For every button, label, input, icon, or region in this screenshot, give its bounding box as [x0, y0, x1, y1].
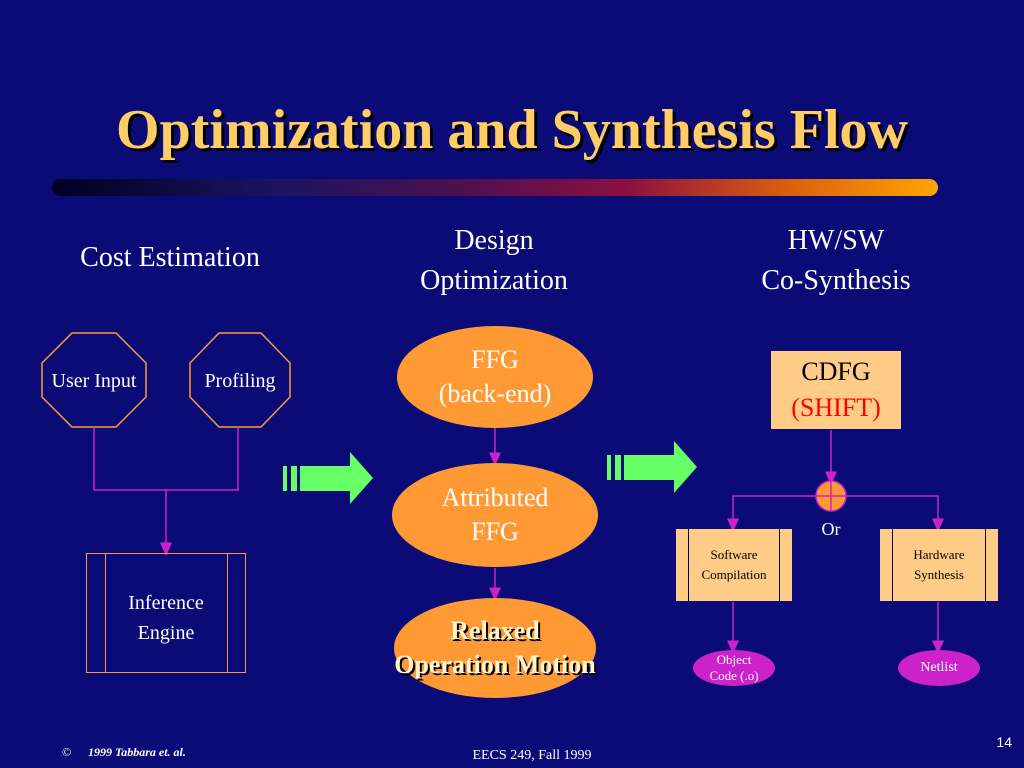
hardware-line2: Synthesis [914, 567, 964, 582]
ffg-backend-node: FFG (back-end) [397, 326, 593, 428]
cdfg-shift-box: CDFG (SHIFT) [771, 351, 901, 429]
hwsw-heading-line1: HW/SW [787, 225, 885, 256]
relaxed-operation-motion-node: Relaxed Operation Motion [394, 598, 596, 698]
ffg-line2: (back-end) [438, 379, 552, 408]
copyright-text: 1999 Tabbara et. al. [88, 745, 186, 759]
copyright-symbol: © [62, 745, 72, 759]
cosynthesis-heading: HW/SW Co-Synthesis [726, 221, 946, 301]
profiling-connector [166, 428, 239, 491]
object-line1: Object [716, 652, 752, 667]
design-optimization-heading: Design Optimization [384, 221, 604, 301]
hardware-line1: Hardware [913, 547, 965, 562]
profiling-label: Profiling [204, 370, 276, 392]
hardware-synthesis-box: Hardware Synthesis [880, 529, 998, 601]
netlist-node: Netlist [898, 650, 980, 686]
inference-line2: Engine [137, 622, 195, 644]
design-heading-line1: Design [454, 225, 534, 256]
course-label: EECS 249, Fall 1999 [472, 748, 592, 763]
ffg-line1: FFG [471, 345, 519, 374]
design-heading-line2: Optimization [420, 265, 568, 296]
cdfg-label: CDFG [801, 357, 871, 386]
user-input-label: User Input [51, 370, 137, 392]
software-compilation-box: Software Compilation [676, 529, 792, 601]
hwsw-heading-line2: Co-Synthesis [761, 265, 911, 296]
flow-arrow-left [283, 452, 373, 504]
netlist-label: Netlist [920, 660, 958, 675]
or-to-hardware-connector [846, 495, 944, 532]
software-line2: Compilation [701, 567, 767, 582]
profiling-octagon [189, 332, 291, 428]
relaxed-line1: Relaxed [450, 616, 540, 645]
object-code-node: Object Code (.o) [693, 650, 775, 686]
user-input-octagon [41, 332, 147, 428]
software-line1: Software [710, 547, 758, 562]
inference-line1: Inference [128, 592, 204, 614]
attributed-line1: Attributed [441, 483, 549, 512]
user-input-connector [93, 428, 166, 491]
attributed-line2: FFG [471, 517, 519, 546]
or-label: Or [821, 519, 841, 539]
inference-engine-box: Inference Engine [86, 553, 246, 673]
title-underline [52, 179, 938, 196]
shift-label: (SHIFT) [791, 393, 881, 422]
cost-estimation-heading: Cost Estimation [80, 242, 260, 273]
slide-title: Optimization and Synthesis Flow [116, 99, 908, 161]
flow-arrow-right [607, 441, 697, 493]
object-line2: Code (.o) [709, 668, 759, 683]
page-number: 14 [996, 734, 1012, 750]
or-to-software-connector [727, 495, 816, 532]
relaxed-line2: Operation Motion [394, 650, 596, 679]
attributed-ffg-node: Attributed FFG [392, 463, 598, 567]
